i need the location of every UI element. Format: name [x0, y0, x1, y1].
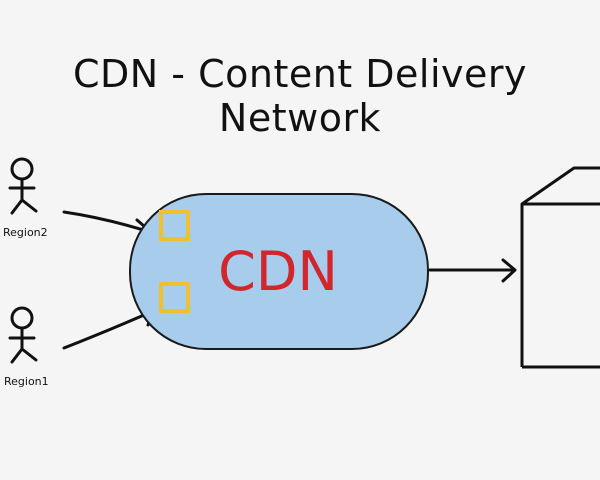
stick-figure-icon [8, 157, 38, 215]
user-region2: Region2 [3, 157, 48, 239]
user-label-region1: Region1 [4, 375, 49, 388]
cdn-label: CDN [218, 240, 338, 303]
arrow-cdn-to-origin [428, 258, 517, 283]
user-label-region2: Region2 [3, 226, 48, 239]
cache-slot-icon [159, 210, 190, 241]
cdn-capsule [129, 193, 429, 350]
cache-slot-icon [159, 282, 190, 313]
stick-figure-icon [8, 306, 38, 364]
server-box-icon [520, 166, 600, 369]
diagram-title: CDN - Content Delivery Network [72, 52, 528, 140]
cdn-node: CDN [129, 193, 429, 350]
user-region1: Region1 [4, 306, 49, 388]
